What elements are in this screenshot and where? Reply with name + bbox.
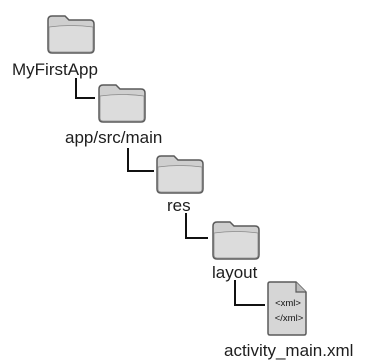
connector-layout-to-activity-main — [234, 280, 265, 306]
node-label-activity-main: activity_main.xml — [224, 341, 354, 360]
folder-icon — [98, 84, 146, 123]
connector-app-src-main-to-res — [127, 148, 154, 172]
node-label-myfirstapp: MyFirstApp — [12, 60, 98, 79]
folder-icon — [212, 221, 260, 260]
file-glyph-open-tag: <xml> — [275, 298, 301, 309]
file-glyph-close-tag: </xml> — [275, 313, 304, 324]
node-label-layout: layout — [212, 263, 258, 282]
folder-icon — [156, 155, 204, 194]
xml-file-icon: <xml> </xml> — [267, 281, 307, 336]
connector-res-to-layout — [185, 213, 208, 239]
tree-connectors — [75, 78, 265, 306]
folder-icon — [47, 15, 95, 54]
node-label-res: res — [167, 196, 191, 215]
connector-myfirstapp-to-app-src-main — [75, 78, 95, 99]
node-label-app-src-main: app/src/main — [65, 128, 163, 147]
